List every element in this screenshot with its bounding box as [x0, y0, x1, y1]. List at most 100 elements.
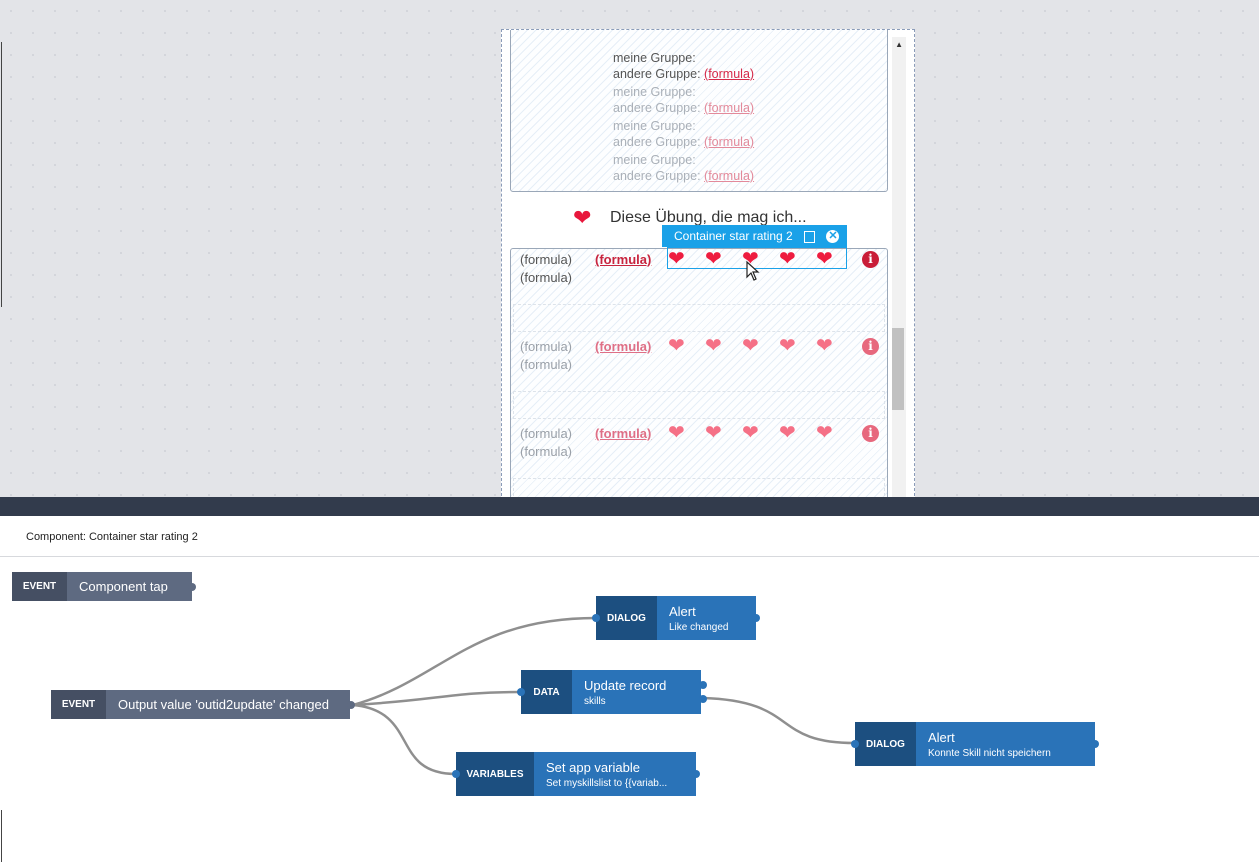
node-error-port[interactable]	[699, 695, 707, 703]
empty-row-placeholder	[513, 304, 885, 332]
rating-heart-icon[interactable]: ❤	[816, 335, 833, 357]
row-formula-link[interactable]: (formula)	[595, 252, 652, 267]
canvas-edge-line	[1, 42, 2, 307]
panel-edge-line	[1, 810, 2, 862]
scrollbar-thumb[interactable]	[892, 328, 904, 410]
node-output-port[interactable]	[1091, 740, 1099, 748]
node-tag: DIALOG	[596, 596, 657, 640]
formula-link[interactable]: (formula)	[704, 67, 755, 81]
node-title: Component tap	[67, 572, 192, 601]
row-formula-1: (formula)	[520, 339, 573, 354]
empty-row-placeholder	[513, 391, 885, 419]
dialog-alert-node[interactable]: DIALOG Alert Like changed	[596, 596, 756, 640]
copy-icon[interactable]	[804, 230, 816, 243]
node-input-port[interactable]	[452, 770, 460, 778]
rating-heart-icon[interactable]: ❤	[779, 335, 796, 357]
node-subtitle: Set myskillslist to {{variab...	[546, 777, 668, 789]
close-icon[interactable]: ✕	[826, 230, 840, 244]
row-formula-2: (formula)	[520, 270, 573, 285]
rating-heart-icon[interactable]: ❤	[668, 335, 685, 357]
node-output-port[interactable]	[752, 614, 760, 622]
panel-resize-divider[interactable]	[0, 497, 1259, 516]
rating-list-container[interactable]: (formula) (formula) (formula) ❤ ❤ ❤ ❤ ❤ …	[510, 248, 888, 497]
rating-heart-icon[interactable]: ❤	[742, 335, 759, 357]
row-formula-1: (formula)	[520, 252, 573, 267]
logic-panel: Component: Container star rating 2 EVENT…	[0, 516, 1259, 862]
rating-heart-icon[interactable]: ❤	[816, 422, 833, 444]
row-formula-link[interactable]: (formula)	[595, 426, 652, 441]
row-formula-link[interactable]: (formula)	[595, 339, 652, 354]
section-heading: Diese Übung, die mag ich...	[610, 209, 807, 226]
mouse-cursor-icon	[746, 261, 760, 281]
rating-heart-icon[interactable]: ❤	[705, 335, 722, 357]
design-canvas: ▲ meine Gruppe: andere Gruppe: (formula)…	[0, 0, 1259, 497]
scrollbar[interactable]	[892, 37, 906, 497]
dialog-alert-error-node[interactable]: DIALOG Alert Konnte Skill nicht speicher…	[855, 722, 1095, 766]
group-line: andere Gruppe: (formula)	[613, 67, 755, 81]
selected-component-outline[interactable]	[667, 247, 847, 269]
node-tag: EVENT	[51, 690, 106, 719]
node-subtitle: Like changed	[669, 621, 729, 633]
node-subtitle: Konnte Skill nicht speichern	[928, 747, 1051, 759]
formula-link[interactable]: (formula)	[704, 169, 755, 183]
selected-component-tab[interactable]: Container star rating 2 ✕	[662, 225, 848, 247]
connection-wires	[352, 616, 856, 776]
rating-heart-icon[interactable]: ❤	[742, 422, 759, 444]
rating-heart-icon[interactable]: ❤	[668, 422, 685, 444]
node-output-port[interactable]	[188, 583, 196, 591]
wire-to-dialog2	[702, 696, 856, 745]
variables-set-node[interactable]: VARIABLES Set app variable Set myskillsl…	[456, 752, 696, 796]
group-line: andere Gruppe: (formula)	[613, 101, 755, 115]
node-tag: EVENT	[12, 572, 67, 601]
rating-heart-icon[interactable]: ❤	[705, 422, 722, 444]
node-title: Output value 'outid2update' changed	[106, 690, 350, 719]
node-output-port[interactable]	[699, 681, 707, 689]
node-tag: DIALOG	[855, 722, 916, 766]
row-formula-1: (formula)	[520, 426, 573, 441]
scroll-up-arrow-icon[interactable]: ▲	[895, 40, 903, 49]
rating-heart-icon[interactable]: ❤	[779, 422, 796, 444]
formula-link[interactable]: (formula)	[704, 101, 755, 115]
group-line: meine Gruppe:	[613, 85, 696, 99]
node-input-port[interactable]	[592, 614, 600, 622]
group-line: meine Gruppe:	[613, 51, 696, 65]
rating-heart-icon[interactable]: ❤	[705, 248, 722, 270]
selected-component-label: Container star rating 2	[674, 229, 793, 243]
heart-icon: ❤	[573, 205, 592, 230]
rating-heart-icon[interactable]: ❤	[816, 248, 833, 270]
event-node-output-changed[interactable]: EVENT Output value 'outid2update' change…	[51, 690, 350, 719]
node-subtitle: skills	[584, 695, 606, 707]
node-input-port[interactable]	[517, 688, 525, 696]
node-title: Alert	[669, 603, 696, 619]
group-line: meine Gruppe:	[613, 119, 696, 133]
node-tag: DATA	[521, 670, 572, 714]
data-update-node[interactable]: DATA Update record skills	[521, 670, 701, 714]
empty-row-placeholder	[513, 478, 885, 497]
node-title: Set app variable	[546, 759, 640, 775]
node-title: Update record	[584, 677, 667, 693]
rating-heart-icon[interactable]: ❤	[742, 248, 759, 270]
wire-to-dialog	[352, 616, 597, 707]
group-line: andere Gruppe: (formula)	[613, 169, 755, 183]
node-output-port[interactable]	[347, 701, 355, 709]
group-line: meine Gruppe:	[613, 153, 696, 167]
node-output-port[interactable]	[692, 770, 700, 778]
row-formula-2: (formula)	[520, 444, 573, 459]
group-list-container[interactable]: meine Gruppe: andere Gruppe: (formula) m…	[510, 30, 888, 192]
formula-link[interactable]: (formula)	[704, 135, 755, 149]
info-icon[interactable]: i	[862, 338, 879, 355]
rating-heart-icon[interactable]: ❤	[668, 248, 685, 270]
phone-preview[interactable]: ▲ meine Gruppe: andere Gruppe: (formula)…	[501, 29, 915, 497]
node-title: Alert	[928, 729, 955, 745]
wire-to-variables	[352, 703, 457, 776]
row-formula-2: (formula)	[520, 357, 573, 372]
info-icon[interactable]: i	[862, 425, 879, 442]
info-icon[interactable]: i	[862, 251, 879, 268]
panel-title: Component: Container star rating 2	[26, 531, 198, 543]
panel-separator	[0, 556, 1259, 557]
node-input-port[interactable]	[851, 740, 859, 748]
node-tag: VARIABLES	[456, 752, 534, 796]
rating-heart-icon[interactable]: ❤	[779, 248, 796, 270]
wire-to-data	[352, 690, 522, 707]
event-node-component-tap[interactable]: EVENT Component tap	[12, 572, 192, 601]
